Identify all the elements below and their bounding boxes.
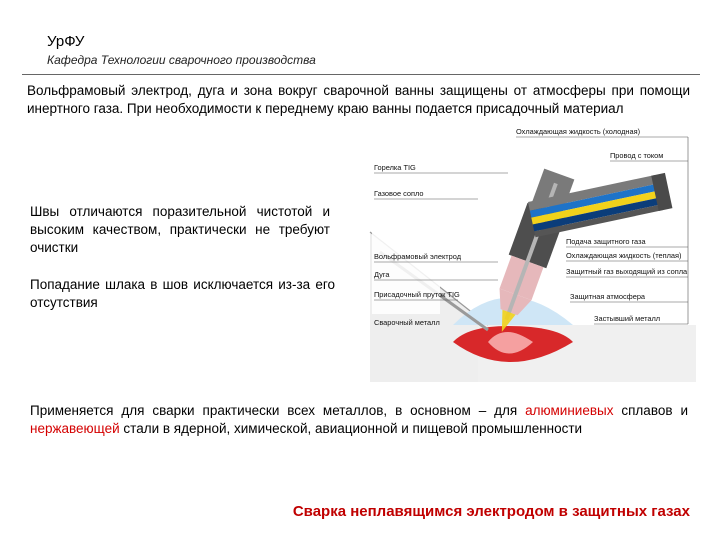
arc <box>501 309 516 332</box>
label-coolant-cold: Охлаждающая жидкость (холодная) <box>516 127 640 136</box>
usage-highlight-aluminum: алюминиевых <box>525 403 614 418</box>
seams-paragraph: Швы отличаются поразительной чистотой и … <box>30 204 330 255</box>
usage-paragraph: Применяется для сварки практически всех … <box>30 402 688 438</box>
label-gas-supply: Подача защитного газа <box>566 237 646 246</box>
coolant-cold-hose <box>529 183 659 218</box>
left-label-panel <box>372 164 440 314</box>
gas-nozzle-tip <box>499 288 532 316</box>
label-solidified-metal: Застывший металл <box>594 314 660 323</box>
label-torch: Горелка TIG <box>374 163 416 172</box>
left-leader-lines <box>374 172 508 301</box>
hose-outer-bottom <box>534 204 663 238</box>
label-shield-gas-out: Защитный газ выходящий из сопла <box>566 267 688 276</box>
hose-connector <box>651 172 673 212</box>
usage-text-1: Применяется для сварки практически всех … <box>30 403 526 418</box>
label-protective-atmosphere: Защитная атмосфера <box>570 292 646 301</box>
right-leader-lines <box>516 136 689 325</box>
department-name: Кафедра Технологии сварочного производст… <box>47 53 316 67</box>
right-labels: Охлаждающая жидкость (холодная) Провод с… <box>516 127 688 323</box>
usage-text-2: сплавов и <box>613 403 688 418</box>
header-divider <box>22 74 700 75</box>
label-arc: Дуга <box>374 270 390 279</box>
usage-highlight-stainless: нержавеющей <box>30 421 120 436</box>
label-weld-metal: Сварочный металл <box>374 318 440 327</box>
hose-outer-top <box>528 174 658 211</box>
label-filler-rod: Присадочный пруток TIG <box>374 290 460 299</box>
label-coolant-warm: Охлаждающая жидкость (теплая) <box>566 251 682 260</box>
tig-torch-diagram: Горелка TIG Газовое сопло Вольфрамовый э… <box>358 120 696 382</box>
intro-paragraph: Вольфрамовый электрод, дуга и зона вокру… <box>27 83 690 116</box>
slag-paragraph: Попадание шлака в шов исключается из-за … <box>30 277 335 310</box>
label-gas-nozzle: Газовое сопло <box>374 189 424 198</box>
slide-title: Сварка неплавящимся электродом в защитны… <box>292 503 690 520</box>
usage-text-3: стали в ядерной, химической, авиационной… <box>119 421 583 436</box>
gas-supply-hose <box>531 190 660 225</box>
label-tungsten: Вольфрамовый электрод <box>374 252 462 261</box>
organization-name: УрФУ <box>47 33 85 50</box>
coolant-warm-hose <box>532 197 662 232</box>
weld-pool <box>488 332 533 354</box>
label-current-wire: Провод с током <box>610 151 663 160</box>
left-labels: Горелка TIG Газовое сопло Вольфрамовый э… <box>374 163 462 327</box>
